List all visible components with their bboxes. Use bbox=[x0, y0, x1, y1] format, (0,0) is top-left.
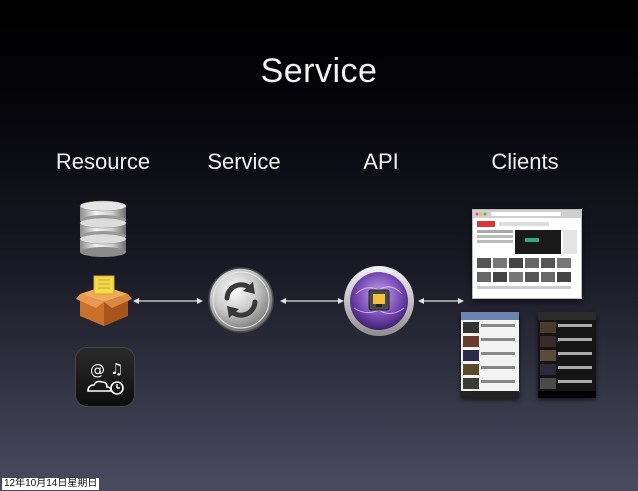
arrow-resource-service bbox=[133, 294, 203, 312]
arrow-api-clients bbox=[418, 294, 464, 312]
network-port-icon bbox=[342, 264, 416, 343]
column-label-resource: Resource bbox=[55, 149, 151, 174]
web-services-icon: @ ♫ bbox=[75, 347, 135, 407]
database-icon bbox=[78, 200, 128, 263]
client-iphone-screenshot-light bbox=[461, 312, 519, 398]
svg-text:@: @ bbox=[90, 361, 105, 379]
slide-title: Service bbox=[260, 52, 378, 90]
footer-timestamp: 12年10月14日星期日 bbox=[2, 478, 100, 490]
arrow-service-api bbox=[280, 294, 344, 312]
client-iphone-screenshot-dark bbox=[538, 312, 596, 398]
client-web-browser-screenshot bbox=[472, 209, 582, 299]
column-label-api: API bbox=[363, 149, 399, 174]
package-icon bbox=[76, 272, 132, 333]
column-label-service: Service bbox=[207, 149, 281, 174]
sync-icon bbox=[207, 266, 275, 339]
column-label-clients: Clients bbox=[491, 149, 559, 174]
svg-text:♫: ♫ bbox=[110, 360, 123, 378]
